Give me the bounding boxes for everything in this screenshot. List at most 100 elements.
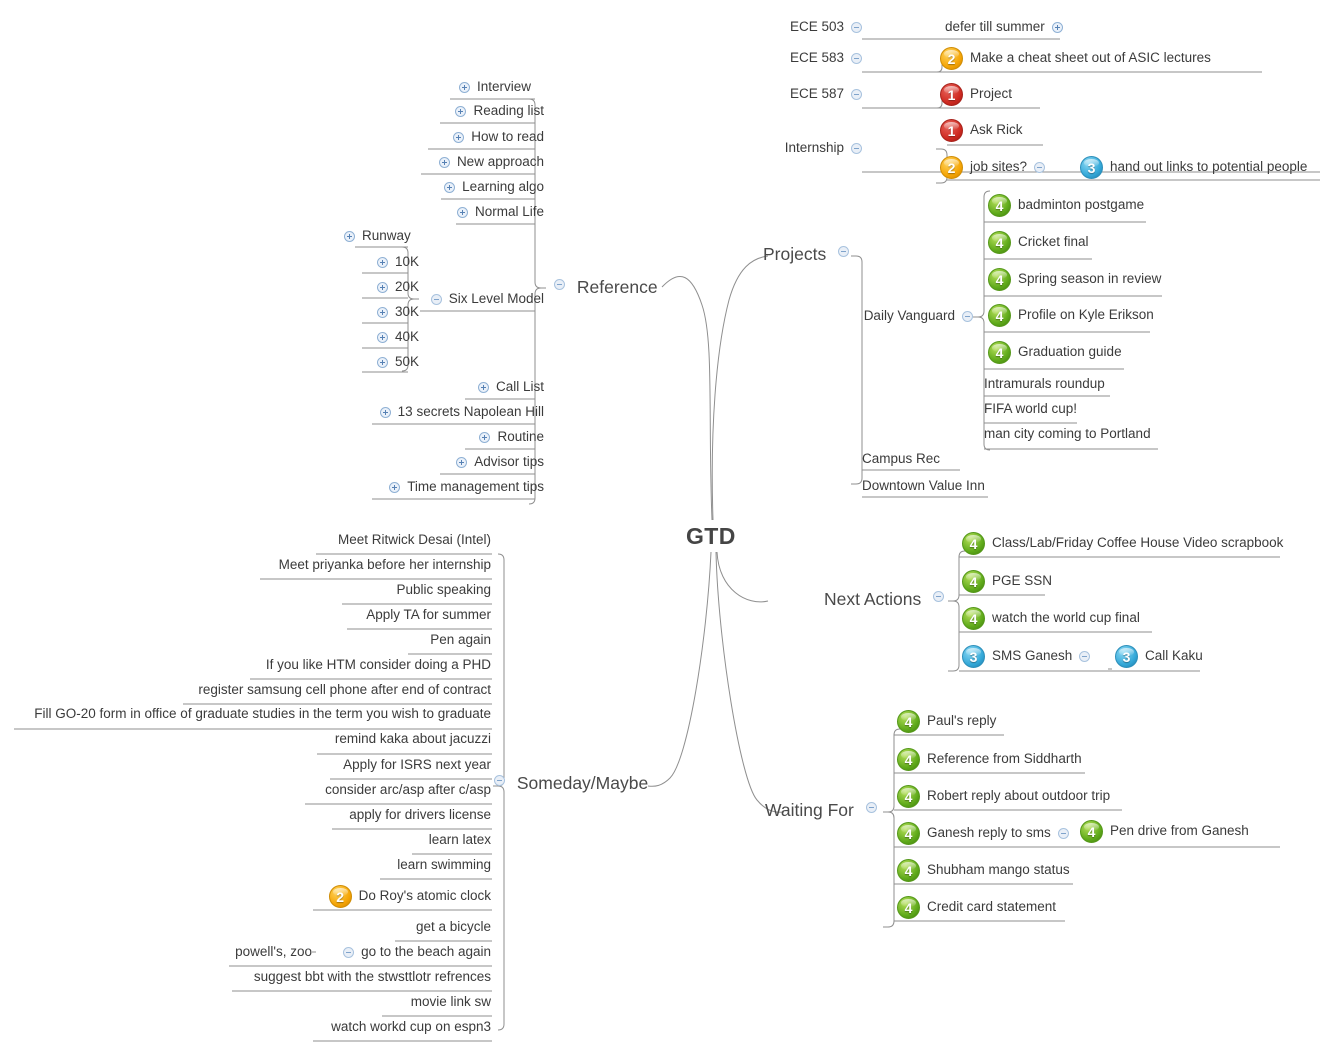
plus-circle-icon[interactable]	[479, 431, 491, 443]
plus-circle-icon[interactable]	[455, 105, 467, 117]
minus-circle-icon[interactable]	[865, 802, 877, 813]
branch-label-reference[interactable]: Reference	[554, 277, 658, 298]
node-htm-phd[interactable]: If you like HTM consider doing a PHD	[266, 657, 491, 673]
plus-circle-icon[interactable]	[376, 331, 388, 343]
node-spring-season-review[interactable]: 4 Spring season in review	[988, 268, 1161, 291]
minus-circle-icon[interactable]	[851, 88, 862, 100]
node-suggest-bbt[interactable]: suggest bbt with the stwsttlotr refrence…	[254, 969, 491, 985]
node-reference-from-siddharth[interactable]: 4 Reference from Siddharth	[897, 748, 1082, 771]
node-public-speaking[interactable]: Public speaking	[396, 582, 491, 598]
node-watch-world-cup-final[interactable]: 4 watch the world cup final	[962, 607, 1140, 630]
plus-circle-icon[interactable]	[376, 306, 388, 318]
branch-label-projects[interactable]: Projects	[763, 244, 850, 265]
node-shubham-mango-status[interactable]: 4 Shubham mango status	[897, 859, 1070, 882]
node-time-management-tips[interactable]: Time management tips	[389, 479, 544, 495]
node-learn-latex[interactable]: learn latex	[429, 832, 491, 848]
branch-label-someday-maybe[interactable]: Someday/Maybe	[494, 773, 648, 794]
plus-circle-icon[interactable]	[344, 230, 355, 242]
node-new-approach[interactable]: New approach	[438, 154, 544, 170]
node-pauls-reply[interactable]: 4 Paul's reply	[897, 710, 996, 733]
minus-circle-icon[interactable]	[494, 775, 505, 786]
minus-circle-icon[interactable]	[838, 246, 850, 257]
plus-circle-icon[interactable]	[477, 381, 489, 393]
node-defer-till-summer[interactable]: defer till summer	[945, 19, 1063, 35]
node-40k[interactable]: 40K	[376, 329, 419, 345]
node-go-to-beach-again[interactable]: go to the beach again	[343, 944, 491, 960]
plus-circle-icon[interactable]	[1051, 21, 1063, 33]
minus-circle-icon[interactable]	[962, 310, 973, 322]
root-node-gtd[interactable]: GTD	[686, 523, 736, 549]
minus-circle-icon[interactable]	[851, 52, 862, 64]
node-do-roys-atomic-clock[interactable]: 2 Do Roy's atomic clock	[328, 885, 491, 908]
node-ece-583[interactable]: ECE 583	[790, 50, 862, 66]
minus-circle-icon[interactable]	[933, 591, 945, 602]
node-routine[interactable]: Routine	[479, 429, 544, 445]
node-advisor-tips[interactable]: Advisor tips	[456, 454, 544, 470]
node-learning-algo[interactable]: Learning algo	[444, 179, 544, 195]
plus-circle-icon[interactable]	[456, 456, 468, 468]
node-badminton-postgame[interactable]: 4 badminton postgame	[988, 194, 1144, 217]
plus-circle-icon[interactable]	[376, 256, 388, 268]
plus-circle-icon[interactable]	[389, 481, 401, 493]
node-job-sites[interactable]: 2 job sites?	[940, 156, 1046, 179]
minus-circle-icon[interactable]	[1079, 651, 1091, 662]
node-ece-587[interactable]: ECE 587	[790, 86, 862, 102]
node-10k[interactable]: 10K	[376, 254, 419, 270]
node-runway[interactable]: Runway	[344, 228, 411, 244]
plus-circle-icon[interactable]	[376, 356, 388, 368]
node-six-level-model[interactable]: Six Level Model	[430, 291, 544, 307]
node-pge-ssn[interactable]: 4 PGE SSN	[962, 570, 1052, 593]
node-consider-arc-asp[interactable]: consider arc/asp after c/asp	[325, 782, 491, 798]
node-movie-link-sw[interactable]: movie link sw	[411, 994, 491, 1010]
node-fifa-world-cup[interactable]: FIFA world cup!	[984, 401, 1077, 417]
node-man-city-portland[interactable]: man city coming to Portland	[984, 426, 1151, 442]
node-credit-card-statement[interactable]: 4 Credit card statement	[897, 896, 1056, 919]
node-apply-drivers-license[interactable]: apply for drivers license	[349, 807, 491, 823]
node-graduation-guide[interactable]: 4 Graduation guide	[988, 341, 1122, 364]
node-apply-isrs[interactable]: Apply for ISRS next year	[343, 757, 491, 773]
node-remind-kaka-jacuzzi[interactable]: remind kaka about jacuzzi	[335, 731, 491, 747]
node-reading-list[interactable]: Reading list	[455, 103, 544, 119]
node-project[interactable]: 1 Project	[940, 83, 1012, 106]
plus-circle-icon[interactable]	[456, 206, 468, 218]
node-internship[interactable]: Internship	[785, 140, 862, 156]
branch-label-waiting-for[interactable]: Waiting For	[765, 800, 877, 821]
plus-circle-icon[interactable]	[458, 81, 470, 93]
node-sms-ganesh[interactable]: 3 SMS Ganesh	[962, 645, 1091, 668]
node-20k[interactable]: 20K	[376, 279, 419, 295]
node-interview[interactable]: Interview	[458, 79, 531, 95]
node-get-a-bicycle[interactable]: get a bicycle	[416, 919, 491, 935]
plus-circle-icon[interactable]	[376, 281, 388, 293]
node-intramurals-roundup[interactable]: Intramurals roundup	[984, 376, 1105, 392]
node-hand-out-links[interactable]: 3 hand out links to potential people	[1080, 156, 1307, 179]
minus-circle-icon[interactable]	[343, 946, 355, 958]
node-13-secrets-napolean-hill[interactable]: 13 secrets Napolean Hill	[379, 404, 544, 420]
node-pen-drive-from-ganesh[interactable]: 4 Pen drive from Ganesh	[1080, 820, 1249, 843]
minus-circle-icon[interactable]	[554, 279, 565, 290]
node-video-scrapbook[interactable]: 4 Class/Lab/Friday Coffee House Video sc…	[962, 532, 1283, 555]
node-register-samsung-phone[interactable]: register samsung cell phone after end of…	[198, 682, 491, 698]
node-learn-swimming[interactable]: learn swimming	[397, 857, 491, 873]
node-ask-rick[interactable]: 1 Ask Rick	[940, 119, 1023, 142]
node-call-list[interactable]: Call List	[477, 379, 544, 395]
node-how-to-read[interactable]: How to read	[453, 129, 544, 145]
node-apply-ta-summer[interactable]: Apply TA for summer	[366, 607, 491, 623]
node-ece-503[interactable]: ECE 503	[790, 19, 862, 35]
node-50k[interactable]: 50K	[376, 354, 419, 370]
branch-label-next-actions[interactable]: Next Actions	[824, 589, 945, 610]
node-meet-priyanka[interactable]: Meet priyanka before her internship	[279, 557, 491, 573]
node-robert-reply-outdoor-trip[interactable]: 4 Robert reply about outdoor trip	[897, 785, 1110, 808]
node-normal-life[interactable]: Normal Life	[456, 204, 544, 220]
node-fill-go20-form[interactable]: Fill GO-20 form in office of graduate st…	[34, 706, 491, 722]
node-profile-kyle-erikson[interactable]: 4 Profile on Kyle Erikson	[988, 304, 1154, 327]
node-powells-zoo[interactable]: powell's, zoo	[235, 944, 312, 960]
node-campus-rec[interactable]: Campus Rec	[862, 451, 940, 467]
node-pen-again[interactable]: Pen again	[430, 632, 491, 648]
node-30k[interactable]: 30K	[376, 304, 419, 320]
node-call-kaku[interactable]: 3 Call Kaku	[1115, 645, 1203, 668]
minus-circle-icon[interactable]	[851, 21, 862, 33]
plus-circle-icon[interactable]	[438, 156, 450, 168]
node-cheat-sheet-asic[interactable]: 2 Make a cheat sheet out of ASIC lecture…	[940, 47, 1211, 70]
minus-circle-icon[interactable]	[430, 293, 442, 305]
plus-circle-icon[interactable]	[444, 181, 456, 193]
